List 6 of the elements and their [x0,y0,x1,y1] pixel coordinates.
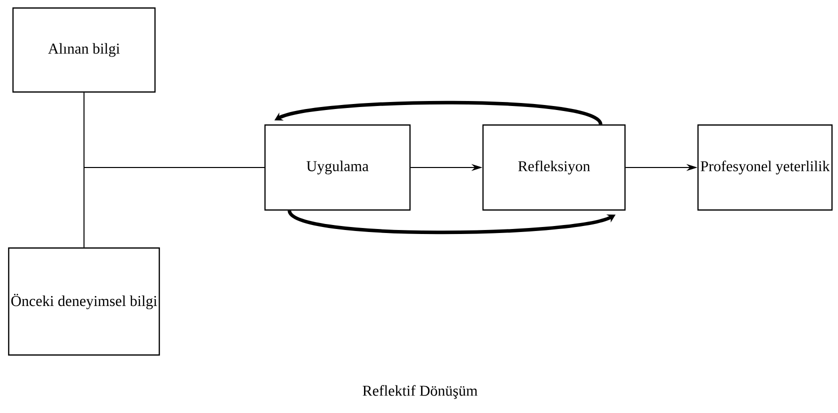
caption: Reflektif Dönüşüm [362,385,478,399]
process-box: Alınan bilgi [12,7,156,93]
process-box: Refleksiyon [482,124,626,211]
process-box: Uygulama [264,124,411,211]
process-box: Önceki deneyimsel bilgi [8,247,160,356]
process-box: Profesyonel yeterlilik [697,124,833,211]
